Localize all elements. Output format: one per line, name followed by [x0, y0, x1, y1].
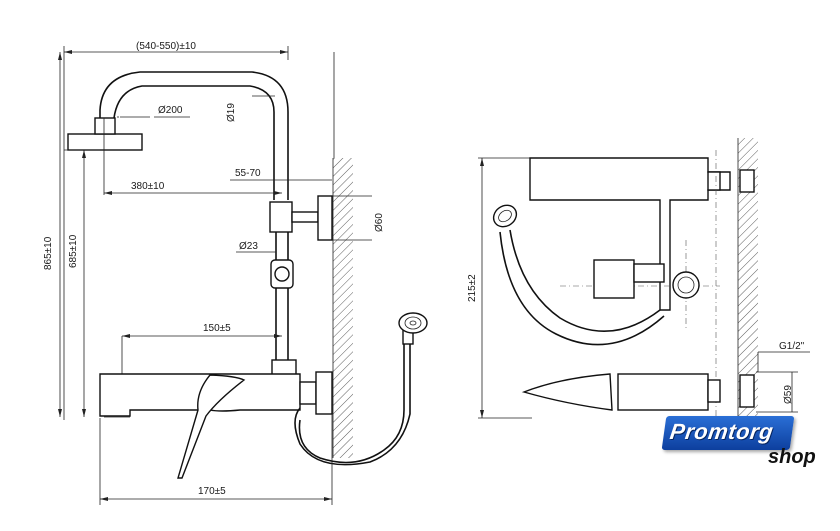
- wall-hatch-left: [333, 158, 353, 458]
- shower-head: [67, 133, 143, 151]
- upper-bracket-arm: [291, 211, 319, 223]
- front-view: (540-550)±10 Ø200 Ø19 380±10 55-70 Ø60: [43, 41, 428, 505]
- mixer-lever: [177, 374, 246, 479]
- dim-top-width: (540-550)±10: [136, 41, 196, 52]
- side-view: 215±2 G1/2" Ø59: [467, 138, 810, 420]
- side-mixer-block: [593, 259, 635, 299]
- brand-logo[interactable]: Promtorg shop: [661, 416, 834, 476]
- dim-total-height: 865±10: [43, 236, 54, 270]
- dim-eccentric-diameter: Ø59: [783, 385, 794, 404]
- shower-hose: [294, 340, 411, 466]
- shower-arm: [99, 71, 289, 200]
- dim-spout-offset: 150±5: [203, 323, 231, 334]
- logo-brand-bottom: shop: [768, 446, 816, 468]
- upper-bracket-base: [317, 195, 333, 241]
- dim-mixer-height: 685±10: [68, 234, 79, 268]
- dim-spout-reach: 170±5: [198, 486, 226, 497]
- wall-eccentric: [315, 371, 333, 415]
- side-spout: [521, 373, 613, 411]
- dim-thread: G1/2": [779, 341, 805, 352]
- upper-bracket-collar: [269, 201, 293, 233]
- side-hose: [509, 229, 661, 333]
- dim-head-diameter: Ø200: [158, 105, 183, 116]
- logo-brand-top: Promtorg: [668, 419, 775, 444]
- dim-pipe-lower-diameter: Ø23: [239, 241, 258, 252]
- hand-shower-head: [398, 312, 428, 334]
- dim-side-height: 215±2: [467, 274, 478, 302]
- dim-pipe-diameter: Ø19: [226, 103, 237, 122]
- dim-bracket-diameter: Ø60: [374, 213, 385, 232]
- wall-hatch-right: [738, 138, 758, 416]
- logo-badge: Promtorg: [661, 416, 795, 450]
- side-pipe-section: [672, 271, 700, 299]
- dim-wall-gap: 55-70: [235, 168, 261, 179]
- dim-head-offset: 380±10: [131, 181, 165, 192]
- side-hand-shower: [492, 204, 518, 228]
